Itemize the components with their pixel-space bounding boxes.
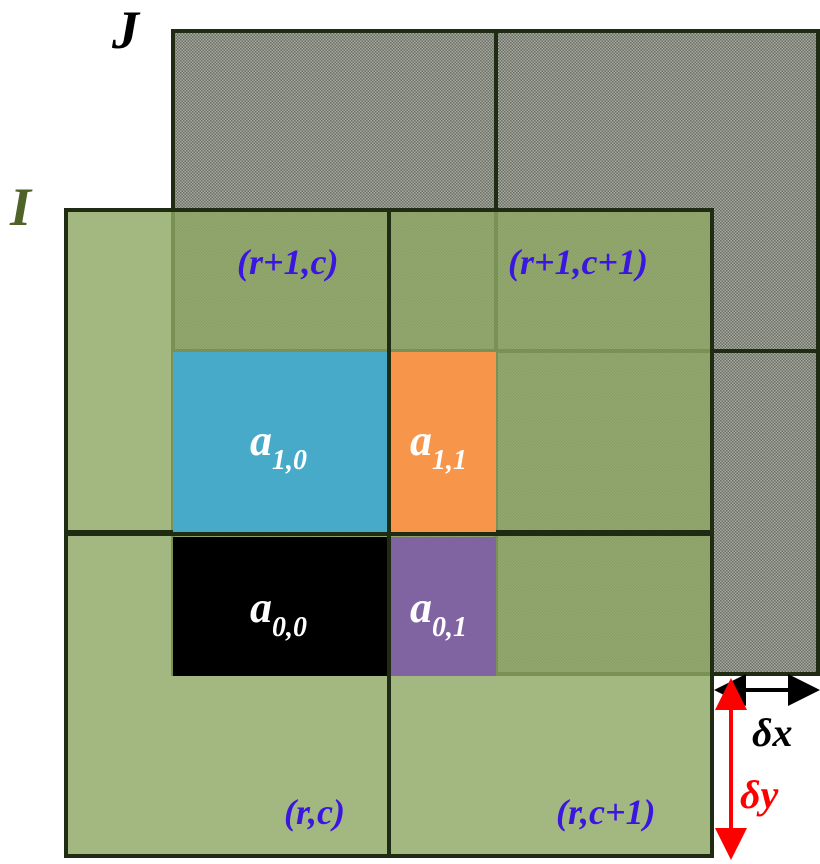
area-a11 <box>389 352 496 532</box>
area-label-a11: a1,1 <box>410 416 467 476</box>
area-label-a00: a0,0 <box>250 583 307 643</box>
area-a01 <box>389 537 496 676</box>
grid-label-J: J <box>111 0 141 60</box>
cell-label-r1-c: (r+1,c) <box>237 242 338 282</box>
area-label-a10: a1,0 <box>250 416 307 476</box>
grid-label-I: I <box>9 177 33 237</box>
cell-label-r-c: (r,c) <box>284 792 345 832</box>
interpolation-areas <box>66 210 712 856</box>
cell-label-r-c1: (r,c+1) <box>556 792 656 832</box>
area-a00 <box>173 537 389 676</box>
area-label-a01: a0,1 <box>410 583 467 643</box>
area-a10 <box>173 352 389 532</box>
dx-label: δx <box>752 710 793 755</box>
dy-label: δy <box>740 772 778 817</box>
cell-label-r1-c1: (r+1,c+1) <box>508 242 648 282</box>
